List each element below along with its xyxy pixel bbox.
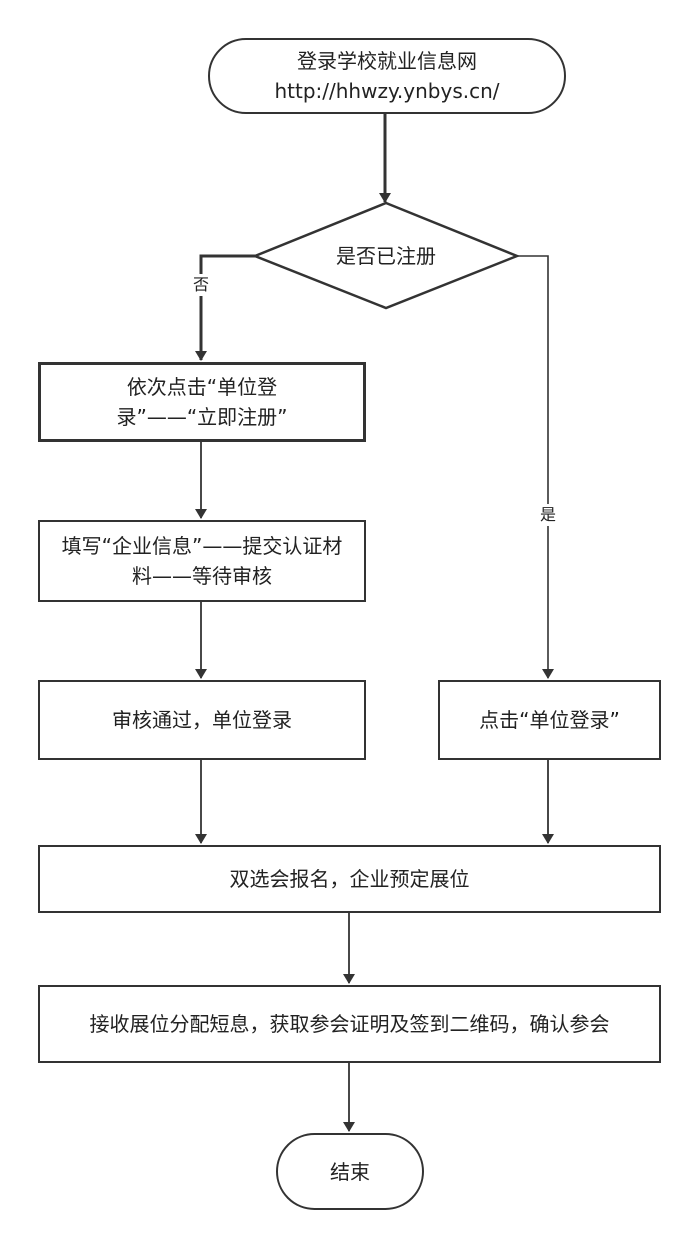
confirm-node: 接收展位分配短息，获取参会证明及签到二维码，确认参会: [38, 985, 661, 1063]
decision-diamond: [251, 201, 521, 310]
register-node: 依次点击“单位登录”——“立即注册”: [38, 362, 366, 442]
register-text: 依次点击“单位登录”——“立即注册”: [116, 375, 288, 429]
signup-text: 双选会报名，企业预定展位: [229, 867, 470, 891]
click-login-node: 点击“单位登录”: [438, 680, 661, 760]
signup-node: 双选会报名，企业预定展位: [38, 845, 661, 913]
arrow-yes-branch: [517, 255, 554, 679]
approved-text: 审核通过，单位登录: [112, 708, 292, 732]
no-edge-label: 否: [193, 274, 210, 296]
approved-node: 审核通过，单位登录: [38, 680, 366, 760]
fill-info-node: 填写“企业信息”——提交认证材料——等待审核: [38, 520, 366, 602]
yes-edge-label: 是: [540, 504, 557, 526]
fill-info-text: 填写“企业信息”——提交认证材料——等待审核: [61, 534, 343, 588]
start-title: 登录学校就业信息网: [297, 49, 477, 73]
start-node: 登录学校就业信息网 http://hhwzy.ynbys.cn/: [208, 38, 566, 114]
decision-label: 是否已注册: [336, 244, 436, 268]
end-node: 结束: [276, 1133, 424, 1210]
end-text: 结束: [330, 1159, 370, 1184]
arrow-no-branch: [195, 254, 255, 361]
start-url: http://hhwzy.ynbys.cn/: [274, 79, 500, 103]
click-login-text: 点击“单位登录”: [479, 708, 620, 732]
confirm-text: 接收展位分配短息，获取参会证明及签到二维码，确认参会: [89, 1012, 610, 1036]
